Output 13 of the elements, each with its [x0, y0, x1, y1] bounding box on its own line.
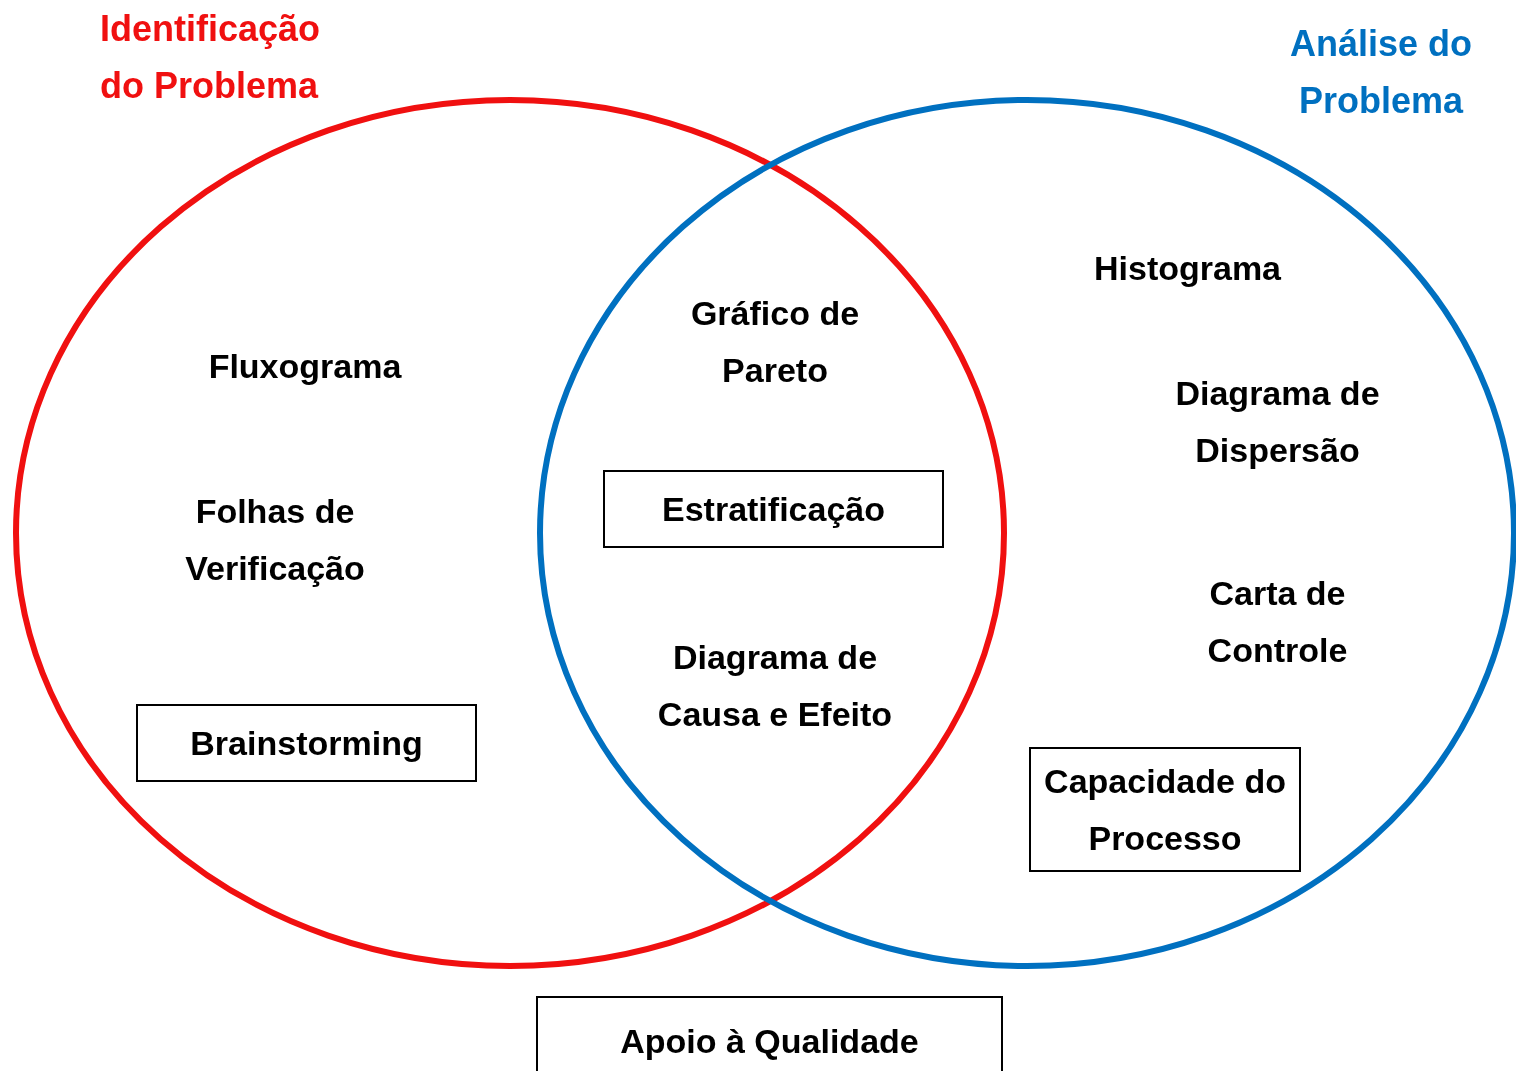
tool-label: Diagrama de Causa e Efeito: [656, 637, 894, 735]
tool-label: Gráfico de Pareto: [689, 293, 861, 391]
text-box: Apoio à Qualidade: [536, 996, 1003, 1071]
set-heading: Identificação do Problema: [100, 7, 322, 108]
set-heading: Análise do Problema: [1288, 22, 1473, 123]
text-box: Capacidade do Processo: [1029, 747, 1301, 872]
tool-label: Diagrama de Dispersão: [1174, 373, 1381, 471]
tool-label: Histograma: [1092, 248, 1283, 289]
tool-label: Folhas de Verificação: [184, 491, 366, 589]
tool-label: Carta de Controle: [1206, 573, 1349, 671]
tool-label: Fluxograma: [207, 346, 403, 387]
text-box: Brainstorming: [136, 704, 477, 782]
text-box: Estratificação: [603, 470, 944, 548]
